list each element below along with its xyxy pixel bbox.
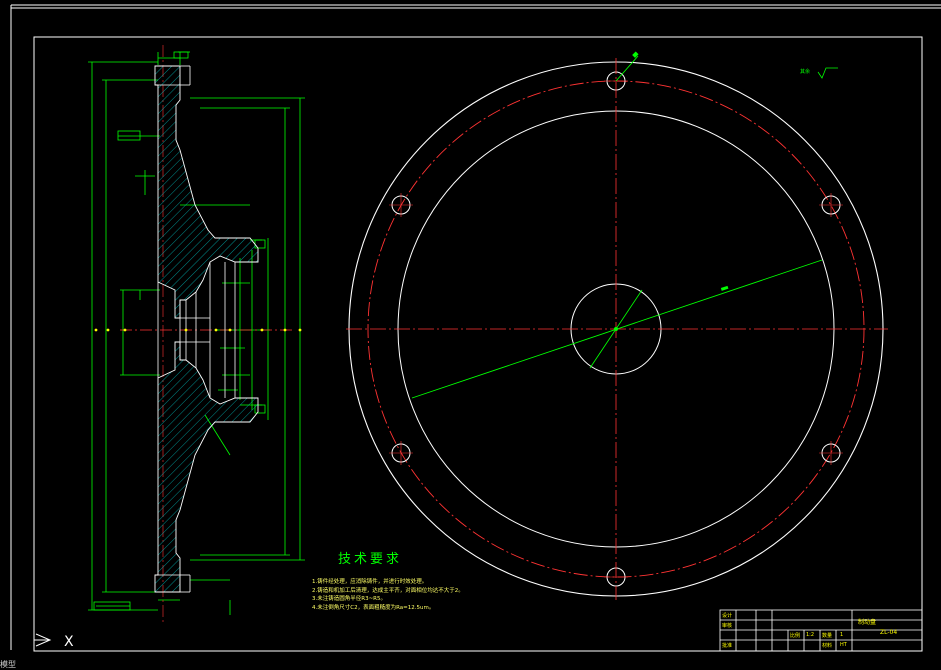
- ucs-icon: [34, 633, 52, 647]
- dimension-markers: [614, 51, 729, 331]
- section-view: [88, 45, 305, 625]
- title-block-grid: [719, 609, 923, 652]
- material-label: 材料: [822, 643, 833, 649]
- roughness-symbol: [817, 67, 838, 79]
- hub-contour: [157, 65, 236, 593]
- requirement-item: 3.未注铸造圆角半径R3~R5。: [312, 596, 386, 603]
- section-callouts: [94, 328, 302, 332]
- scale-label: 比例: [790, 633, 801, 639]
- section-dimensions: [88, 51, 305, 615]
- ucs-axis-label: X: [64, 634, 74, 650]
- designer-label: 设计: [722, 613, 733, 619]
- technical-requirements-title: 技术要求: [338, 552, 403, 567]
- drawing-code: ZL-04: [880, 629, 898, 636]
- roughness-note: 其余: [800, 69, 811, 75]
- section-profile: [154, 65, 259, 593]
- part-name: 制动盘: [858, 619, 877, 626]
- approver-label: 批准: [722, 643, 733, 649]
- checker-label: 审核: [722, 623, 733, 629]
- command-line[interactable]: 模型: [0, 660, 16, 669]
- requirement-item: 1.铸件经处理，应消除铸件，并进行时效处理。: [312, 579, 428, 585]
- diameter-dimensions: [411, 55, 823, 399]
- requirement-item: 4.未注倒角尺寸C2，表面粗糙度为Ra=12.5um。: [312, 604, 435, 611]
- quantity-label: 数量: [822, 633, 833, 639]
- technical-requirements-list: 1.铸件经处理，应消除铸件，并进行时效处理。 2.铸造和机加工后清理，达成主平齐…: [312, 578, 464, 612]
- requirement-item: 2.铸造和机加工后清理，达成主平齐，对面相位均达不大于2。: [312, 587, 464, 594]
- front-view: [346, 51, 888, 600]
- sheet-border: [10, 4, 941, 652]
- quantity-value: 1: [840, 632, 844, 638]
- material-value: HT: [840, 642, 847, 648]
- scale-value: 1:2: [806, 632, 815, 638]
